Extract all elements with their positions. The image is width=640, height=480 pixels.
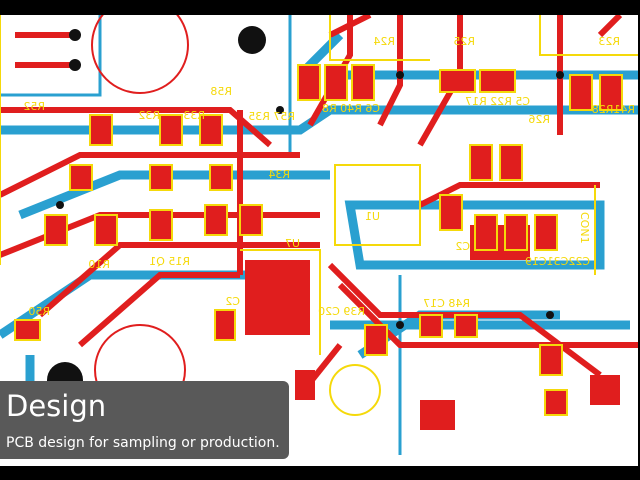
svg-text:R23: R23 bbox=[598, 35, 620, 48]
svg-text:C2: C2 bbox=[225, 295, 240, 308]
svg-text:R15 Q1: R15 Q1 bbox=[149, 255, 190, 268]
svg-text:R58: R58 bbox=[210, 85, 232, 98]
svg-text:R10: R10 bbox=[88, 258, 110, 271]
svg-text:R50: R50 bbox=[28, 305, 50, 318]
svg-text:R57 R35: R57 R35 bbox=[248, 110, 295, 123]
svg-text:R25: R25 bbox=[453, 35, 475, 48]
svg-text:R41R28: R41R28 bbox=[592, 103, 635, 116]
svg-text:C2: C2 bbox=[455, 240, 470, 253]
svg-text:R33: R33 bbox=[183, 109, 205, 122]
svg-text:R32: R32 bbox=[138, 109, 160, 122]
slide-caption: Design PCB design for sampling or produc… bbox=[0, 381, 289, 459]
svg-text:R48 C17: R48 C17 bbox=[423, 297, 470, 310]
svg-text:U7: U7 bbox=[285, 237, 300, 250]
svg-text:C6 R40 R8: C6 R40 R8 bbox=[322, 102, 380, 115]
svg-text:R26: R26 bbox=[528, 113, 550, 126]
svg-text:R52: R52 bbox=[23, 100, 45, 113]
caption-title: Design bbox=[6, 389, 107, 423]
silkscreen-label-con1: CON1 bbox=[578, 212, 591, 244]
svg-text:U1: U1 bbox=[365, 210, 380, 223]
svg-text:R24: R24 bbox=[373, 35, 395, 48]
caption-description: PCB design for sampling or production. bbox=[6, 435, 280, 451]
svg-text:C5 R22 R17: C5 R22 R17 bbox=[465, 95, 530, 108]
silkscreen-label-r34: R34 bbox=[268, 168, 290, 181]
svg-text:C22C31C19: C22C31C19 bbox=[525, 255, 590, 268]
svg-text:R39 C20: R39 C20 bbox=[318, 305, 365, 318]
